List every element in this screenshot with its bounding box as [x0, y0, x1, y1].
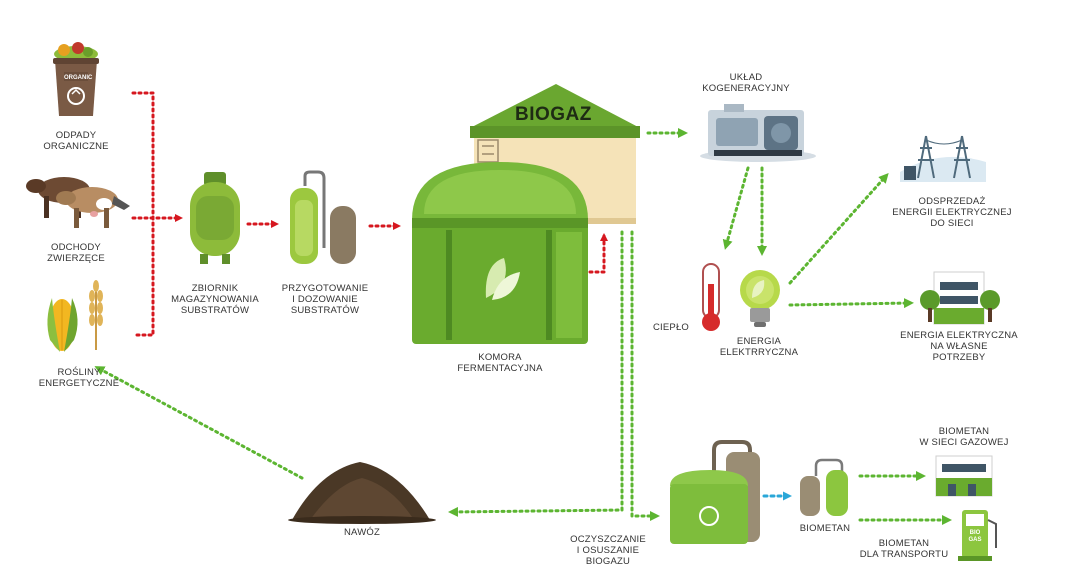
- label-grid-sale: ODSPRZEDAŻ ENERGII ELEKTRYCZNEJ DO SIECI: [888, 196, 1016, 229]
- flow-arrows: [94, 128, 952, 525]
- label-fermentation: KOMORA FERMENTACYJNA: [450, 352, 550, 374]
- corn-wheat-icon: [47, 280, 103, 352]
- label-line: FERMENTACYJNA: [457, 363, 543, 374]
- fermentation-chamber-icon: [412, 84, 640, 344]
- label-biomethane-transport: BIOMETAN DLA TRANSPORTU: [856, 538, 952, 560]
- feed-collector-line: [131, 91, 155, 337]
- label-cleaning: OCZYSZCZANIE I OSUSZANIE BIOGAZU: [568, 534, 648, 567]
- label-line: BIOMETAN: [878, 538, 930, 549]
- label-line: ENERGIA ELEKTRYCZNA: [900, 330, 1018, 341]
- arrow-fertilizer-to-crops: [94, 366, 304, 480]
- label-line: KOMORA: [478, 352, 522, 363]
- biogas-pump-icon: [958, 510, 997, 561]
- gas-network-building-icon: [935, 455, 993, 497]
- arrow-to-heat: [722, 166, 750, 250]
- label-line: DO SIECI: [930, 218, 974, 229]
- thermometer-icon: [702, 263, 720, 331]
- label-line: MAGAZYNOWANIA: [171, 294, 259, 305]
- label-own-needs: ENERGIA ELEKTRYCZNA NA WŁASNE POTRZEBY: [894, 330, 1024, 363]
- label-line: I DOZOWANIE: [292, 294, 358, 305]
- label-biomethane: BIOMETAN: [790, 523, 860, 534]
- soil-pile-icon: [288, 462, 436, 524]
- label-line: NA WŁASNE: [930, 341, 988, 352]
- label-line: PRZYGOTOWANIE: [281, 283, 369, 294]
- label-line: ORGANICZNE: [43, 141, 109, 152]
- label-line: BIOMETAN: [938, 426, 990, 437]
- label-line: ENERGIA: [736, 336, 782, 347]
- label-line: ENERGETYCZNE: [38, 378, 120, 389]
- feed-arrows: [131, 91, 608, 337]
- label-line: BIOMETAN: [799, 523, 851, 534]
- label-line: BIOGAZU: [585, 556, 631, 567]
- label-heat: CIEPŁO: [646, 322, 696, 333]
- label-line: ROŚLINY: [57, 367, 101, 378]
- label-line: ODSPRZEDAŻ: [918, 196, 986, 207]
- label-line: OCZYSZCZANIE: [570, 534, 646, 545]
- dosing-tanks-icon: [290, 170, 356, 264]
- bin-tag: ORGANIC: [64, 75, 93, 81]
- label-animal-waste: ODCHODY ZWIERZĘCE: [36, 242, 116, 264]
- label-storage-tank: ZBIORNIK MAGAZYNOWANIA SUBSTRATÓW: [160, 283, 270, 316]
- pump-tag: BIO GAS: [966, 530, 984, 544]
- cogeneration-unit-icon: [700, 104, 816, 162]
- biogas-title: BIOGAZ: [515, 104, 592, 125]
- pump-tag-line-1: BIO: [969, 530, 981, 536]
- label-organic-waste: ODPADY ORGANICZNE: [36, 130, 116, 152]
- label-energy-crops: ROŚLINY ENERGETYCZNE: [34, 367, 124, 389]
- cows-icon: [26, 177, 130, 228]
- label-line: DLA TRANSPORTU: [859, 549, 949, 560]
- arrow-to-fertilizer: [448, 230, 624, 517]
- label-cogeneration: UKŁAD KOGENERACYJNY: [696, 72, 796, 94]
- label-line: ODPADY: [55, 130, 97, 141]
- label-line: ELEKTRRYCZNA: [719, 347, 799, 358]
- label-line: ENERGII ELEKTRYCZNEJ: [892, 207, 1012, 218]
- arrow-to-cleaning: [630, 230, 660, 521]
- label-line: KOGENERACYJNY: [702, 83, 790, 94]
- arrow-to-own-needs: [788, 298, 914, 309]
- gas-cleaning-tank-icon: [670, 440, 760, 544]
- label-fertilizer: NAWÓZ: [330, 527, 394, 538]
- label-line: ZBIORNIK: [191, 283, 239, 294]
- label-electric-energy: ENERGIA ELEKTRRYCZNA: [716, 336, 802, 358]
- label-line: POTRZEBY: [932, 352, 986, 363]
- arrow-to-grid-sale: [788, 173, 889, 285]
- label-line: SUBSTRATÓW: [180, 305, 250, 316]
- label-line: W SIECI GAZOWEJ: [919, 437, 1009, 448]
- office-building-icon: [920, 271, 1000, 325]
- organic-bin-icon: [53, 42, 99, 116]
- biomethane-tanks-icon: [800, 458, 848, 516]
- label-line: SUBSTRATÓW: [290, 305, 360, 316]
- label-line: ZWIERZĘCE: [47, 253, 105, 264]
- label-line: NAWÓZ: [343, 527, 380, 538]
- power-pylons-icon: [900, 135, 986, 182]
- label-line: ODCHODY: [51, 242, 101, 253]
- label-preparation: PRZYGOTOWANIE I DOZOWANIE SUBSTRATÓW: [272, 283, 378, 316]
- gas-cylinder-icon: [190, 172, 240, 264]
- pump-tag-line-2: GAS: [968, 537, 982, 543]
- light-bulb-icon: [740, 270, 780, 327]
- label-line: I OSUSZANIE: [576, 545, 640, 556]
- label-biomethane-grid: BIOMETAN W SIECI GAZOWEJ: [908, 426, 1020, 448]
- label-line: CIEPŁO: [652, 322, 690, 333]
- label-line: UKŁAD: [729, 72, 763, 83]
- feed-arrow-recirculation: [588, 233, 608, 274]
